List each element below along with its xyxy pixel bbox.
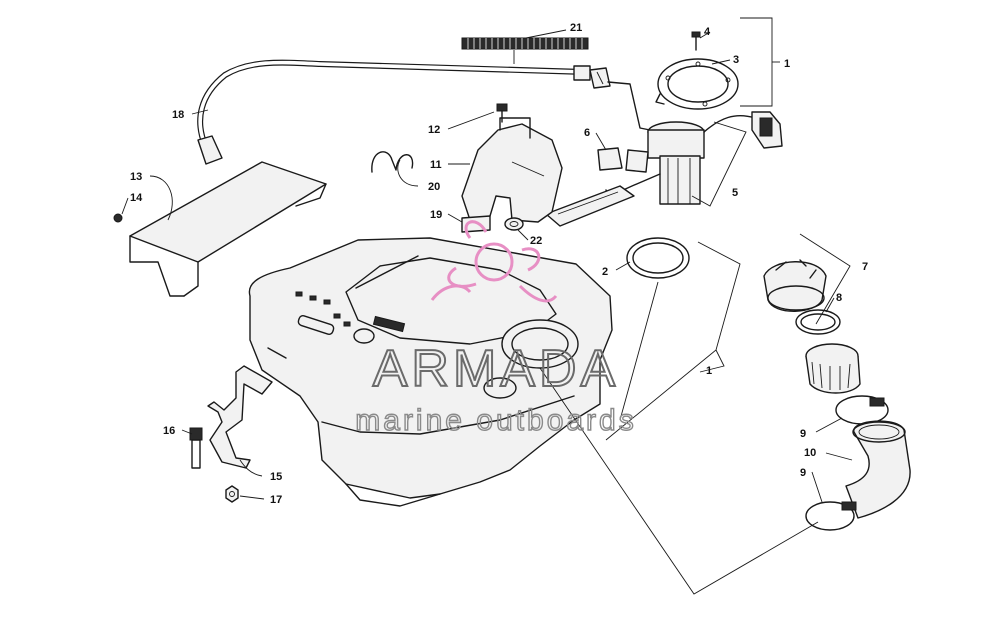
watermark: ARMADA marine outboards xyxy=(355,220,636,438)
part-sender xyxy=(545,147,635,227)
callout-9-lower: 9 xyxy=(800,467,806,479)
callout-3: 3 xyxy=(733,54,739,66)
callout-labels: 21 4 3 1 18 12 6 11 5 13 20 14 19 22 7 2… xyxy=(130,22,868,506)
callout-11: 11 xyxy=(430,159,442,171)
group-line-filler xyxy=(539,281,819,595)
callout-18: 18 xyxy=(172,109,184,121)
part-fuel-tank xyxy=(248,237,613,507)
callout-16: 16 xyxy=(163,425,175,437)
part-cap-seal xyxy=(795,309,841,335)
callout-6: 6 xyxy=(584,127,590,139)
callout-22: 22 xyxy=(530,235,542,247)
callout-10: 10 xyxy=(804,447,816,459)
group-bracket-5 xyxy=(691,121,747,207)
callout-2: 2 xyxy=(602,266,608,278)
watermark-subtitle: marine outboards xyxy=(355,404,636,437)
watermark-logo-icon xyxy=(430,220,558,303)
callout-1-mid: 1 xyxy=(706,365,712,377)
part-clamp-lower xyxy=(805,501,857,531)
callout-17: 17 xyxy=(270,494,282,506)
part-heat-shield xyxy=(129,161,327,297)
part-bolt-16 xyxy=(189,427,203,469)
part-filler-hose xyxy=(845,420,911,519)
part-grommet-22 xyxy=(504,217,524,231)
part-clip-20 xyxy=(371,151,414,173)
group-bracket-7 xyxy=(799,233,851,325)
part-o-ring xyxy=(626,237,690,279)
callout-21: 21 xyxy=(570,22,582,34)
watermark-title: ARMADA xyxy=(373,340,619,398)
callout-9-upper: 9 xyxy=(800,428,806,440)
tank-markings xyxy=(295,291,406,333)
part-fuel-hose xyxy=(197,59,611,165)
callout-20: 20 xyxy=(428,181,440,193)
callout-leaders xyxy=(121,29,853,503)
callout-5: 5 xyxy=(732,187,738,199)
callout-15: 15 xyxy=(270,471,282,483)
part-strap-15 xyxy=(207,365,273,469)
callout-13: 13 xyxy=(130,171,142,183)
part-gasket xyxy=(655,58,739,110)
callout-8: 8 xyxy=(836,292,842,304)
part-clamp-upper xyxy=(835,395,889,425)
part-fuel-pump xyxy=(605,81,783,205)
part-screw-4 xyxy=(691,31,701,51)
part-nut-17 xyxy=(225,485,239,503)
callout-7: 7 xyxy=(862,261,868,273)
part-bolt-12 xyxy=(496,103,508,123)
part-bracket-11 xyxy=(461,117,563,223)
callout-4: 4 xyxy=(704,26,711,38)
callout-1-top: 1 xyxy=(784,58,790,70)
part-filler-neck xyxy=(805,343,861,394)
callout-12: 12 xyxy=(428,124,440,136)
callout-19: 19 xyxy=(430,209,442,221)
group-line-1b xyxy=(605,241,741,441)
part-screw-14 xyxy=(113,213,123,223)
part-filler-cap xyxy=(763,259,827,312)
group-bracket-1 xyxy=(740,17,780,107)
part-sleeve xyxy=(461,37,589,50)
callout-14: 14 xyxy=(130,192,143,204)
